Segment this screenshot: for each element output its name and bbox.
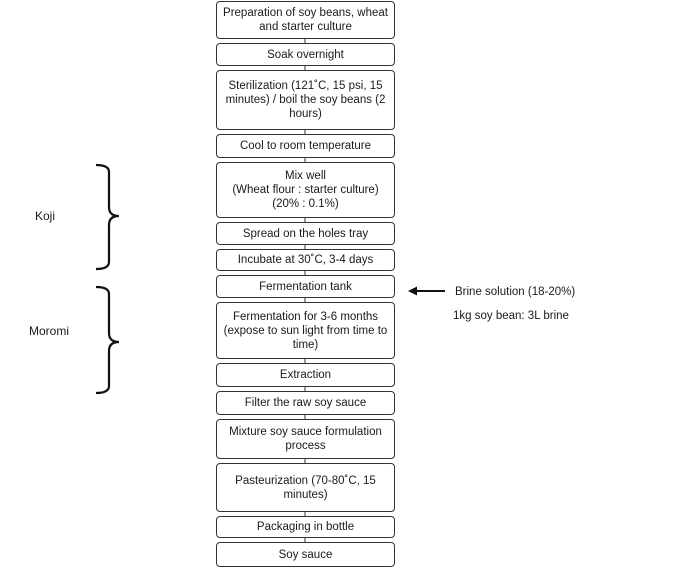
connector bbox=[304, 538, 306, 542]
connector bbox=[304, 359, 306, 363]
connector bbox=[304, 459, 306, 463]
connector bbox=[304, 158, 306, 162]
connector bbox=[304, 218, 306, 222]
step-soak: Soak overnight bbox=[216, 43, 395, 66]
connector bbox=[304, 66, 306, 70]
connector bbox=[304, 512, 306, 516]
step-filter: Filter the raw soy sauce bbox=[216, 391, 395, 415]
step-mixture: Mixture soy sauce formulation process bbox=[216, 419, 395, 459]
step-fermentation: Fermentation for 3-6 months (expose to s… bbox=[216, 302, 395, 359]
step-spread: Spread on the holes tray bbox=[216, 222, 395, 245]
moromi-label: Moromi bbox=[29, 324, 70, 338]
step-soy-sauce: Soy sauce bbox=[216, 542, 395, 567]
connector bbox=[304, 271, 306, 275]
connector bbox=[304, 130, 306, 134]
koji-label: Koji bbox=[35, 209, 56, 223]
connector bbox=[304, 245, 306, 249]
connector bbox=[304, 39, 306, 43]
step-incubate: Incubate at 30˚C, 3-4 days bbox=[216, 249, 395, 271]
moromi-brace bbox=[95, 285, 120, 395]
step-pasteurization: Pasteurization (70-80˚C, 15 minutes) bbox=[216, 463, 395, 512]
step-sterilization: Sterilization (121˚C, 15 psi, 15 minutes… bbox=[216, 70, 395, 130]
step-extraction: Extraction bbox=[216, 363, 395, 387]
brine-solution-label: Brine solution (18-20%) bbox=[455, 286, 576, 298]
step-cool: Cool to room temperature bbox=[216, 134, 395, 158]
koji-brace bbox=[95, 163, 120, 271]
connector bbox=[304, 298, 306, 302]
step-preparation: Preparation of soy beans, wheat and star… bbox=[216, 1, 395, 39]
brine-ratio-label: 1kg soy bean: 3L brine bbox=[453, 310, 569, 322]
arrow-head-icon bbox=[408, 286, 417, 296]
connector bbox=[304, 387, 306, 391]
connector bbox=[304, 415, 306, 419]
step-packaging: Packaging in bottle bbox=[216, 516, 395, 538]
step-fermentation-tank: Fermentation tank bbox=[216, 275, 395, 298]
step-mix: Mix well (Wheat flour : starter culture)… bbox=[216, 162, 395, 218]
